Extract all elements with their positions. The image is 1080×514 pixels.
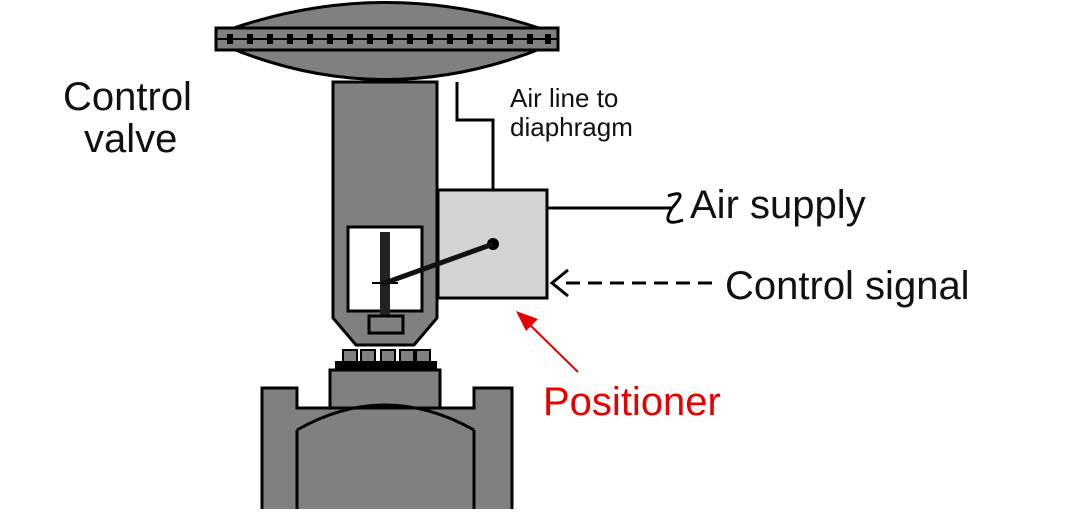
feedback-linkage: [381, 241, 494, 287]
label-control-signal: Control signal: [725, 264, 970, 308]
label-air-line-line1: Air line to: [510, 83, 618, 113]
label-control-valve-line2: valve: [84, 117, 177, 161]
label-air-line-line2: diaphragm: [510, 112, 633, 142]
air-line-to-diaphragm: [455, 82, 495, 190]
label-air-supply: Air supply: [690, 183, 866, 227]
positioner-pointer-arrow: [516, 311, 579, 373]
control-signal-line: [549, 268, 715, 298]
diaphragm-actuator: [214, 1, 560, 81]
positioner-box: [381, 188, 549, 300]
diaphragm-bolts: [227, 34, 551, 44]
label-control-valve-line1: Control: [63, 75, 192, 119]
bonnet-flange: [328, 368, 442, 410]
valve-body: [260, 386, 514, 514]
label-positioner: Positioner: [543, 380, 721, 424]
air-supply-line: [547, 192, 684, 224]
valve-yoke: [331, 80, 439, 347]
packing-nuts: [335, 349, 437, 371]
